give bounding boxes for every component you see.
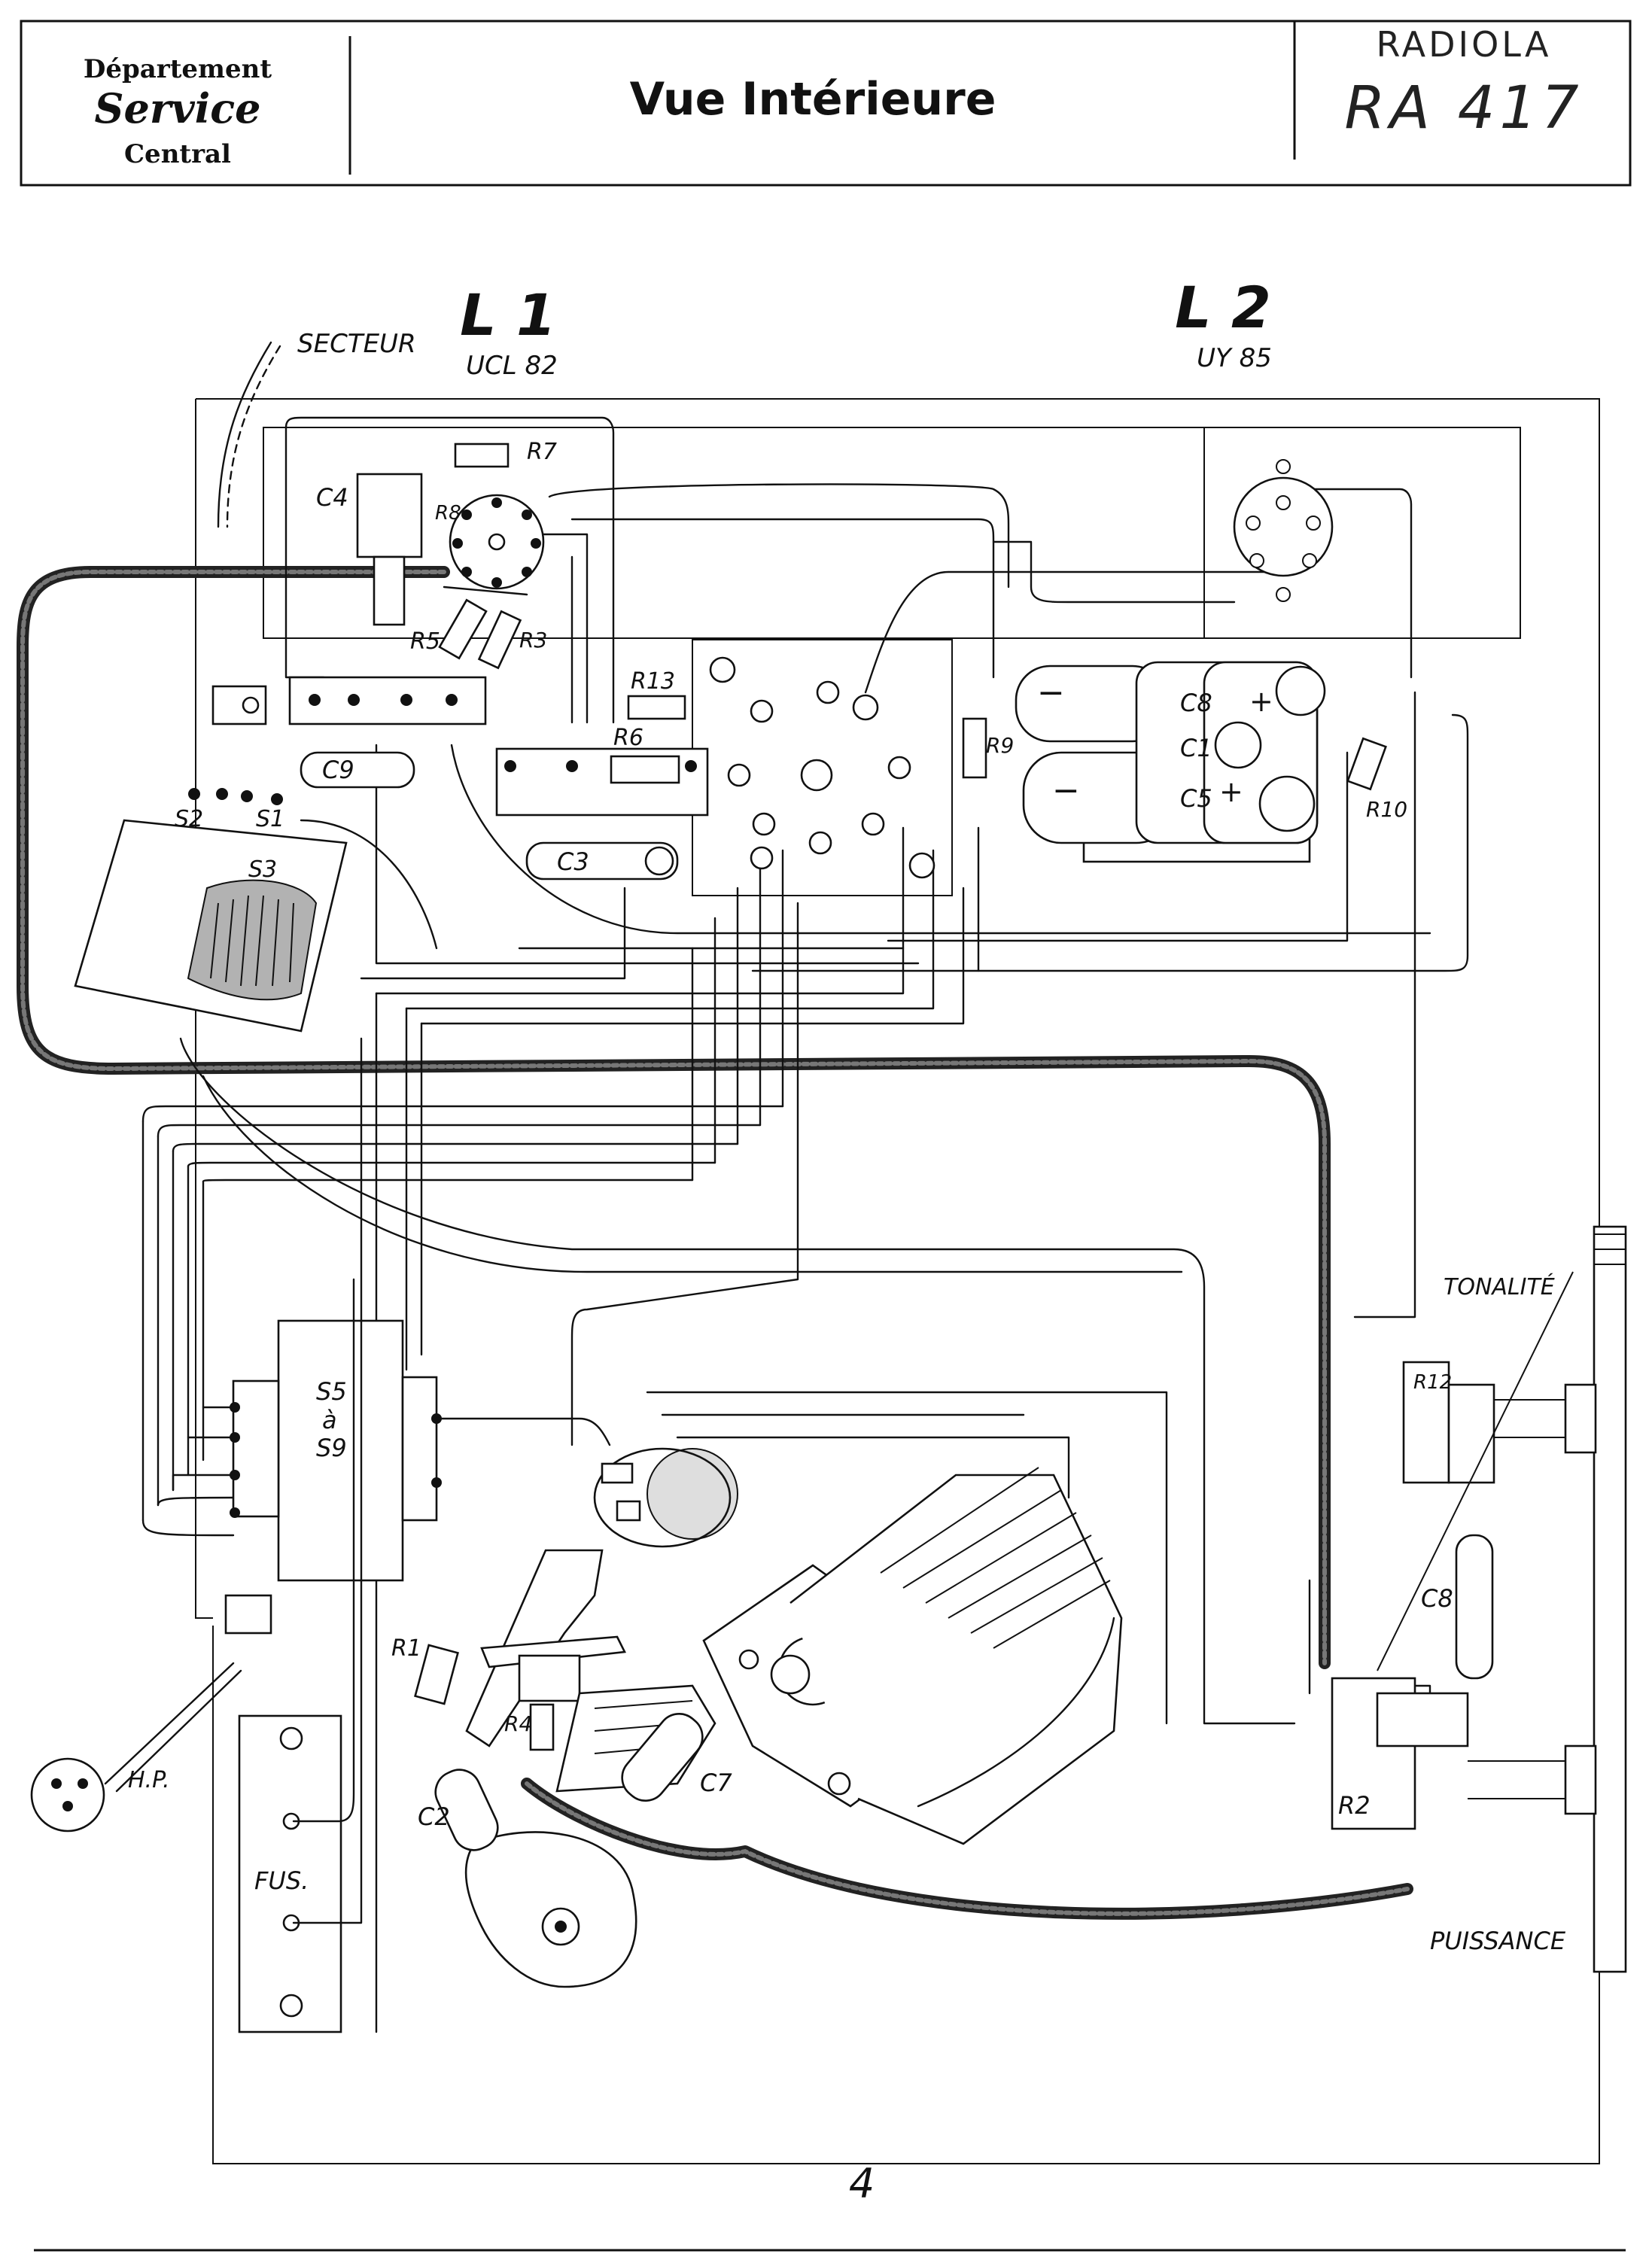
tube-l1-socket: [449, 494, 545, 590]
r7-label: R7: [527, 439, 557, 465]
switch-s5-s9: S5 à S9: [230, 1319, 442, 1582]
department-label: Département: [84, 54, 272, 84]
capacitor-c7: C7: [621, 1713, 732, 1802]
c3-label: C3: [557, 847, 589, 876]
c5-label: C5: [1180, 784, 1212, 813]
capacitor-c4: C4: [316, 473, 423, 626]
capacitor-c8-right: C8: [1421, 1534, 1494, 1680]
minus-sign-2: −: [1052, 771, 1080, 810]
central-socket-plate: [709, 656, 936, 879]
tube-l2-type: UY 85: [1197, 343, 1272, 373]
r2-label: R2: [1338, 1791, 1371, 1820]
r9-label: R9: [986, 733, 1014, 758]
resistor-r7: R7: [454, 439, 557, 468]
tone-control: TONALITÉ R12: [1377, 1271, 1597, 1671]
resistor-r10: R10: [1346, 737, 1407, 822]
capacitor-c3: C3: [525, 841, 679, 881]
switch-s3: S3: [187, 856, 318, 1001]
r1-label: R1: [391, 1635, 421, 1662]
s9-label: S9: [316, 1434, 347, 1462]
tube-l2-socket: [1233, 459, 1334, 602]
speaker-connector: H.P.: [30, 1594, 272, 1833]
r8-label: R8: [435, 502, 461, 525]
electrolytic-block: − − + + C8 C1 C5: [1015, 661, 1326, 863]
r13-label: R13: [631, 668, 675, 695]
page-number: 4: [849, 2160, 875, 2207]
r3-label: R3: [519, 628, 547, 652]
c7-label: C7: [700, 1769, 732, 1797]
c4-label: C4: [316, 483, 348, 512]
volume-control: R2 PUISSANCE: [1331, 1677, 1597, 1955]
wire-harness: [141, 416, 1469, 2033]
tonalite-label: TONALITÉ: [1444, 1273, 1555, 1300]
s2-label: S2: [175, 806, 203, 832]
dial-scale: [1593, 1225, 1627, 1973]
resistor-r5: R5: [410, 598, 488, 660]
tube-l1-type: UCL 82: [466, 351, 558, 381]
resistor-r4: R4: [504, 1703, 555, 1751]
output-transformer: [702, 1467, 1123, 1845]
s3-label: S3: [248, 856, 277, 883]
r10-label: R10: [1366, 797, 1407, 822]
resistor-r6: R6: [610, 725, 680, 784]
resistor-r1: R1: [391, 1635, 459, 1705]
resistor-r9: R9: [962, 717, 1014, 779]
central-label: Central: [124, 139, 231, 169]
fuse-panel: FUS.: [238, 1037, 363, 2033]
a-label: à: [322, 1406, 337, 1434]
c9-label: C9: [322, 756, 354, 784]
terminal-strip-l1: [288, 676, 487, 725]
plus-sign-1: +: [1249, 685, 1273, 718]
hp-label: H.P.: [128, 1767, 170, 1793]
r6-label: R6: [613, 725, 643, 751]
r4-label: R4: [504, 1711, 532, 1736]
c8-right-label: C8: [1421, 1584, 1453, 1613]
resistor-r3: R3: [477, 610, 547, 670]
resistor-r13: R13: [627, 668, 686, 720]
model-handwritten: RA 417: [1344, 75, 1583, 142]
header-box: Département Service Central Vue Intérieu…: [20, 20, 1632, 187]
capacitor-c9: C9: [300, 751, 415, 789]
brand-handwritten: RADIOLA: [1377, 24, 1552, 65]
switch-s1-s2: S2 S1: [74, 788, 348, 1033]
tube-l1-label: L 1: [460, 281, 556, 348]
round-capacitor: [593, 1447, 738, 1548]
tube-l2-label: L 2: [1175, 274, 1271, 341]
s5-label: S5: [316, 1377, 347, 1406]
minus-sign-1: −: [1037, 674, 1065, 712]
r12-label: R12: [1413, 1371, 1452, 1394]
mains-cable: SECTEUR: [217, 329, 416, 528]
ground-lug: [211, 685, 267, 725]
c2-label: C2: [418, 1802, 450, 1831]
capacitor-c2: C2: [418, 1769, 499, 1851]
secteur-label: SECTEUR: [297, 329, 416, 359]
r5-label: R5: [410, 628, 440, 655]
plus-sign-2: +: [1219, 775, 1243, 808]
c1-label: C1: [1180, 734, 1212, 762]
service-label: Service: [95, 84, 261, 132]
puissance-label: PUISSANCE: [1430, 1927, 1566, 1955]
s1-label: S1: [256, 806, 284, 832]
fus-label: FUS.: [254, 1866, 309, 1895]
page-title: Vue Intérieure: [630, 73, 996, 126]
c8-top-label: C8: [1180, 689, 1212, 717]
